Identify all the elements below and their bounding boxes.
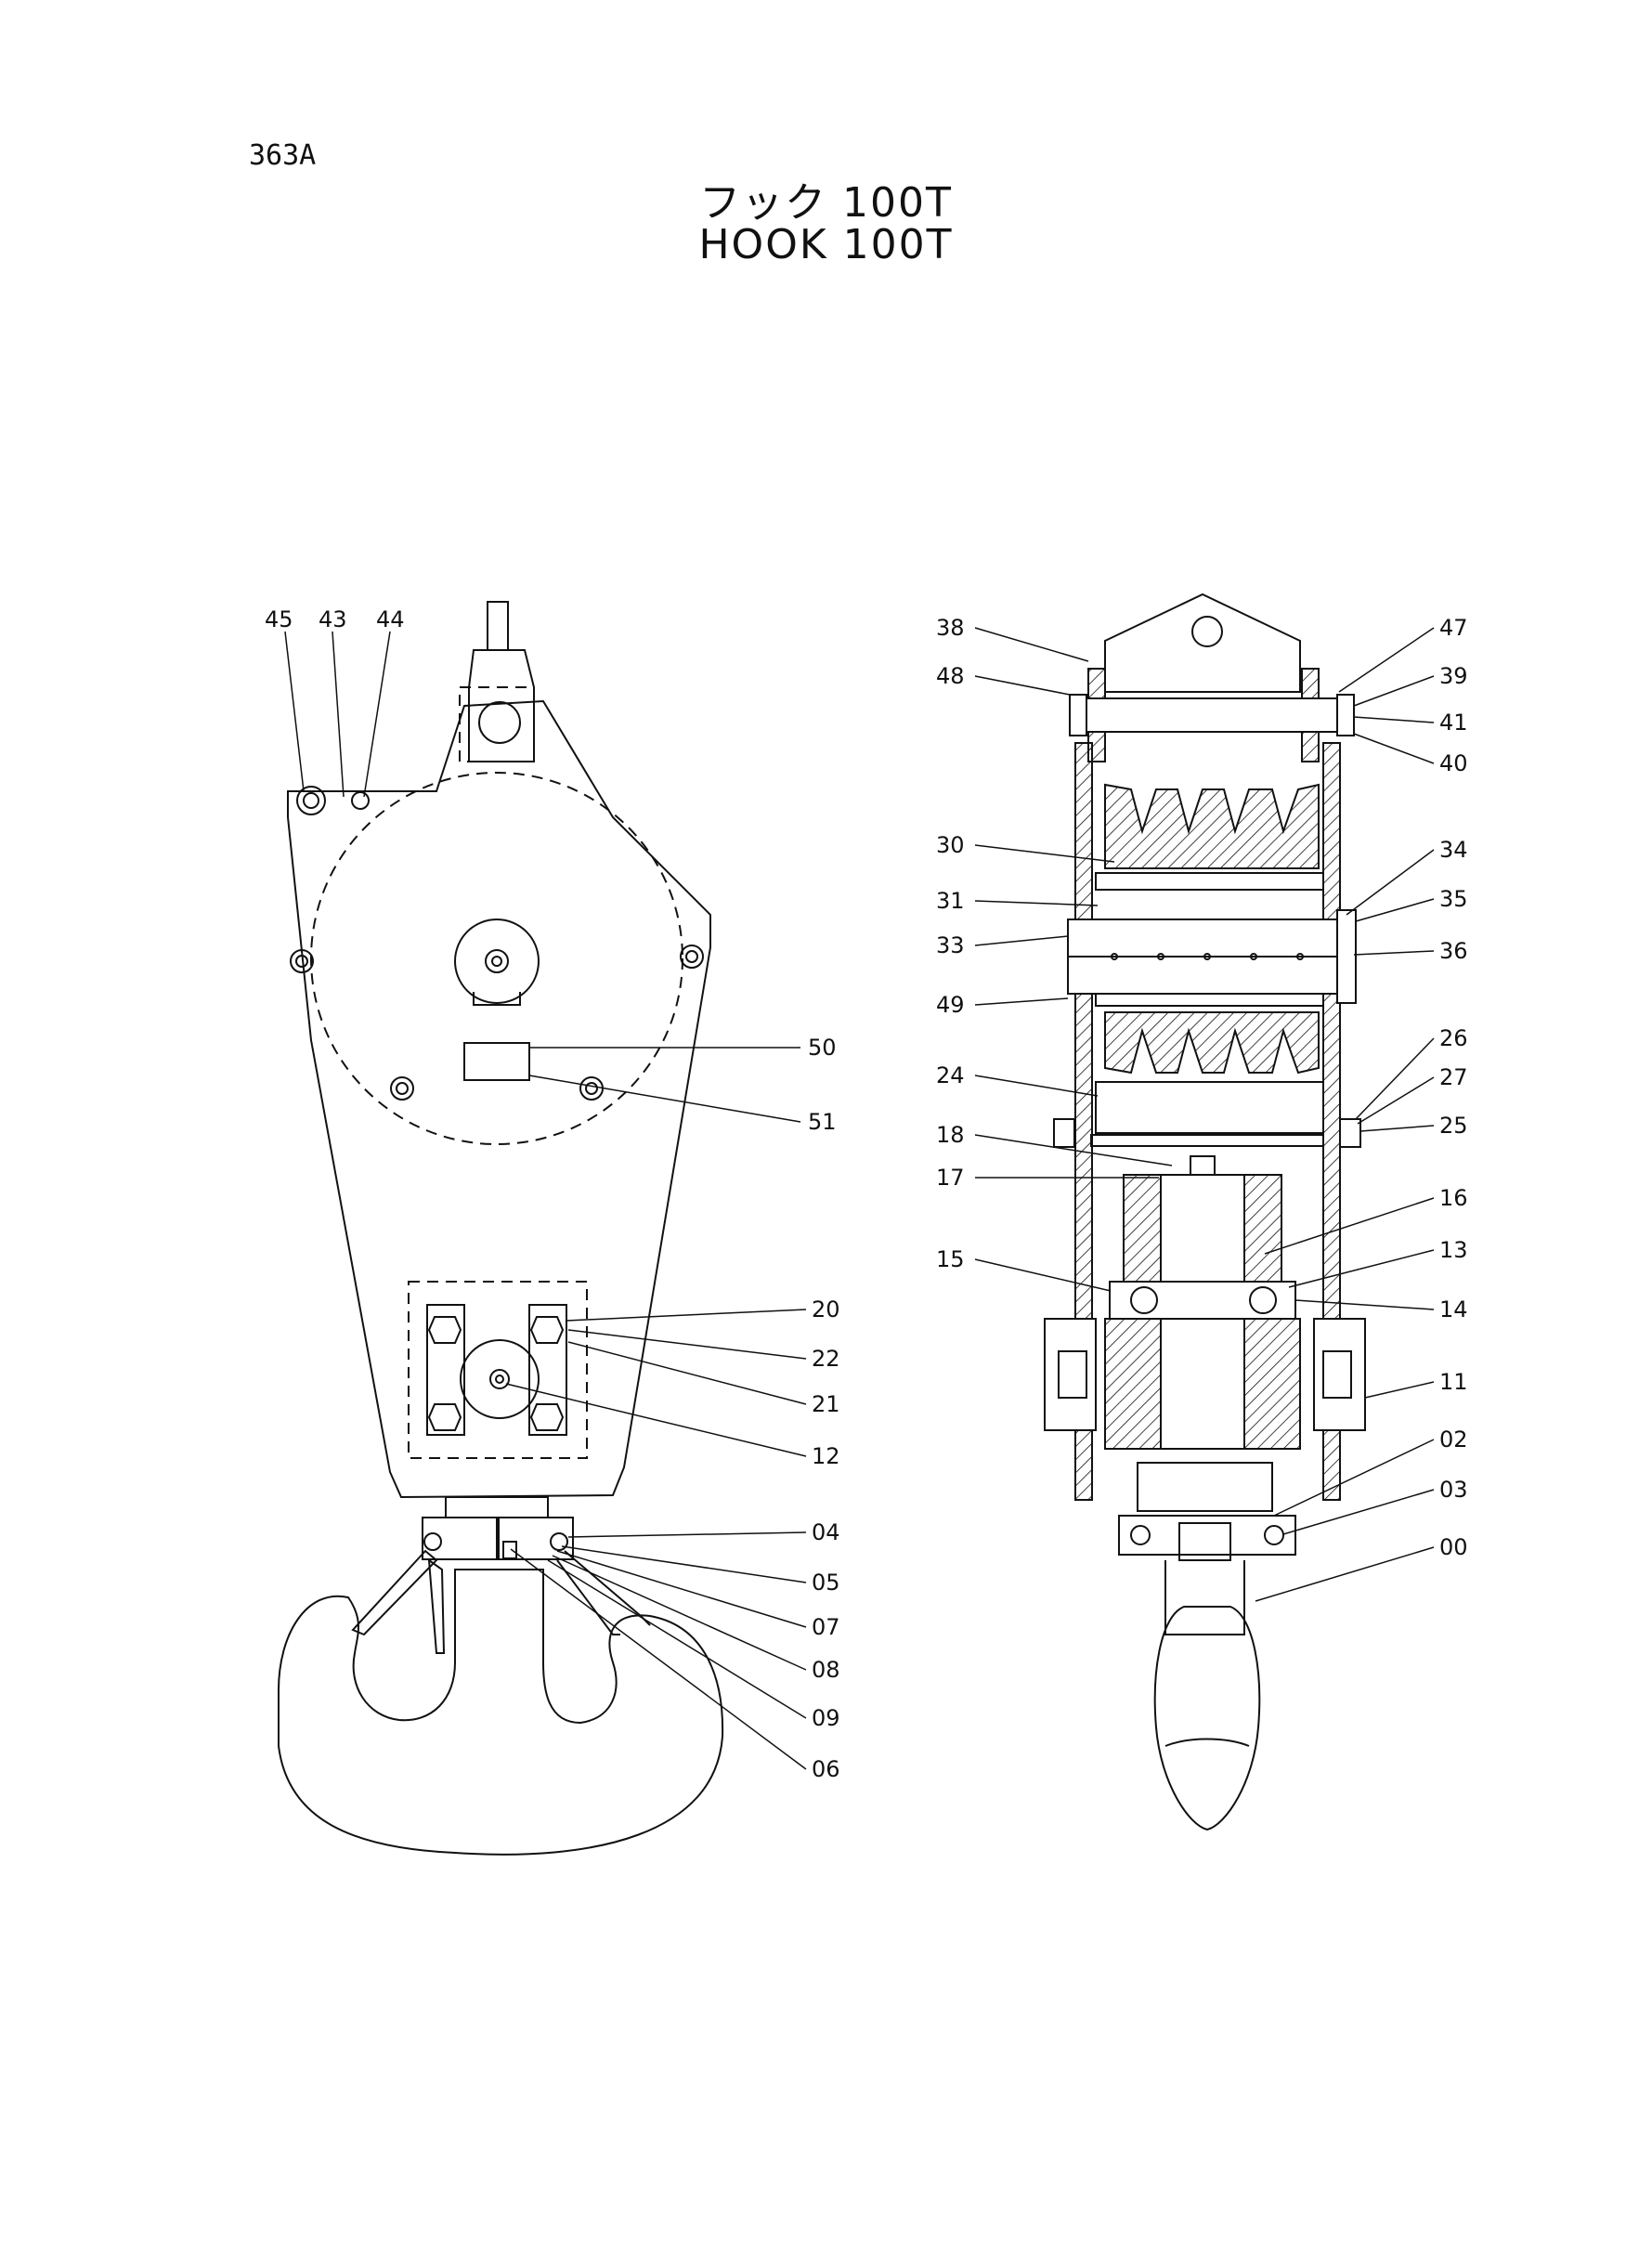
callout-45: 45 bbox=[265, 606, 293, 632]
callout-03: 03 bbox=[1439, 1477, 1468, 1503]
callout-41: 41 bbox=[1439, 710, 1468, 736]
callout-09: 09 bbox=[812, 1705, 840, 1731]
callout-38: 38 bbox=[936, 615, 965, 641]
callout-33: 33 bbox=[936, 932, 965, 958]
callout-51: 51 bbox=[808, 1109, 837, 1135]
side-section-view bbox=[1044, 593, 1366, 1831]
callout-35: 35 bbox=[1439, 886, 1468, 912]
callout-25: 25 bbox=[1439, 1113, 1468, 1139]
callout-39: 39 bbox=[1439, 663, 1468, 689]
callout-18: 18 bbox=[936, 1122, 965, 1148]
callout-07: 07 bbox=[812, 1614, 840, 1640]
callout-43: 43 bbox=[319, 606, 347, 632]
callout-02: 02 bbox=[1439, 1427, 1468, 1453]
callout-20: 20 bbox=[812, 1296, 840, 1322]
callout-47: 47 bbox=[1439, 615, 1468, 641]
callout-06: 06 bbox=[812, 1756, 840, 1782]
callout-49: 49 bbox=[936, 992, 965, 1018]
callout-30: 30 bbox=[936, 832, 965, 858]
callout-12: 12 bbox=[812, 1443, 840, 1469]
title-japanese: フック 100T bbox=[699, 179, 953, 227]
title-english: HOOK 100T bbox=[698, 221, 954, 268]
callout-24: 24 bbox=[936, 1062, 965, 1088]
callout-50: 50 bbox=[808, 1035, 837, 1061]
callout-48: 48 bbox=[936, 663, 965, 689]
leader-lines bbox=[284, 627, 1435, 1770]
sheaves-upper bbox=[1104, 783, 1320, 869]
callout-22: 22 bbox=[812, 1346, 840, 1372]
callout-05: 05 bbox=[812, 1570, 840, 1596]
front-view bbox=[278, 601, 724, 1856]
callout-00: 00 bbox=[1439, 1534, 1468, 1560]
callout-04: 04 bbox=[812, 1519, 840, 1545]
callout-31: 31 bbox=[936, 888, 965, 914]
callout-17: 17 bbox=[936, 1165, 965, 1191]
callout-labels: 45 43 44 50 51 20 22 21 12 04 05 07 08 0… bbox=[265, 606, 1468, 1782]
callout-34: 34 bbox=[1439, 837, 1468, 863]
callout-40: 40 bbox=[1439, 750, 1468, 776]
page-code: 363A bbox=[249, 139, 317, 172]
callout-14: 14 bbox=[1439, 1296, 1468, 1322]
callout-26: 26 bbox=[1439, 1025, 1468, 1051]
callout-21: 21 bbox=[812, 1391, 840, 1417]
callout-08: 08 bbox=[812, 1657, 840, 1683]
callout-27: 27 bbox=[1439, 1064, 1468, 1090]
callout-15: 15 bbox=[936, 1246, 965, 1272]
callout-11: 11 bbox=[1439, 1369, 1468, 1395]
callout-13: 13 bbox=[1439, 1237, 1468, 1263]
callout-36: 36 bbox=[1439, 938, 1468, 964]
callout-44: 44 bbox=[376, 606, 405, 632]
callout-16: 16 bbox=[1439, 1185, 1468, 1211]
